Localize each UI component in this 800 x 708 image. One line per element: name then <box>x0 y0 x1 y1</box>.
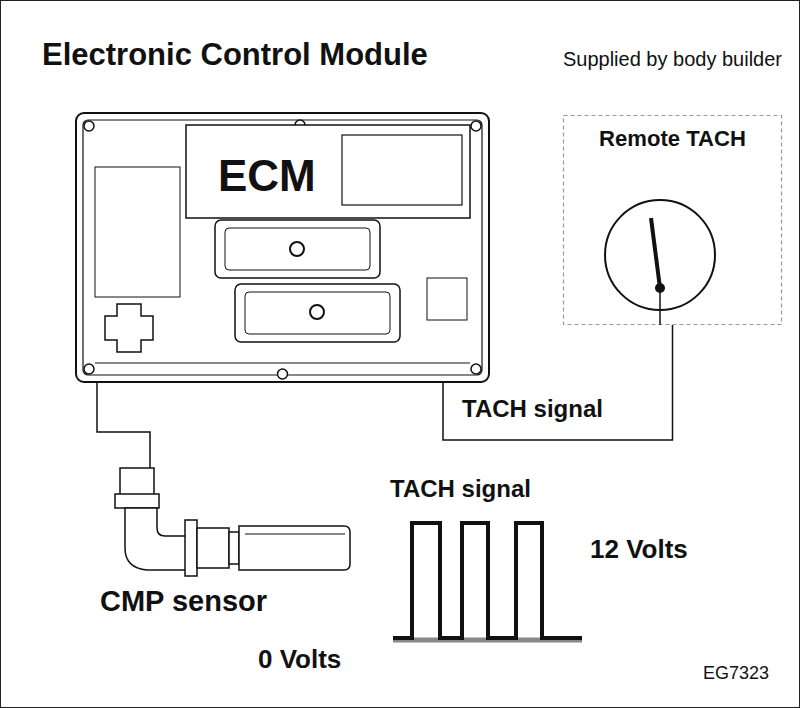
sensor-flange <box>185 520 197 576</box>
housing-edge <box>95 363 470 364</box>
sensor-label: CMP sensor <box>100 586 267 618</box>
ecm-connector <box>215 220 380 278</box>
remote-tach-box: Supplied by body builderRemote TACH <box>563 115 782 325</box>
component-name: Remote TACH <box>563 125 782 153</box>
label-plate <box>342 135 462 205</box>
ecm-housing <box>76 113 489 382</box>
sensor-barrel <box>239 526 350 570</box>
label-panel <box>186 125 470 218</box>
sensor-body <box>197 528 229 568</box>
supplier-note: Supplied by body builder <box>553 47 792 72</box>
ecm-module: ECM <box>75 112 490 383</box>
signal-wire <box>97 383 150 468</box>
sensor-ring <box>229 532 239 564</box>
ecm-connector <box>235 284 400 342</box>
sensor-elbow <box>125 508 187 570</box>
ecm-label: ECM <box>218 152 316 200</box>
barrel-line <box>245 534 345 535</box>
mount-hole <box>471 364 481 374</box>
connector-bolt <box>290 242 304 256</box>
sensor-connector-lip <box>115 494 159 508</box>
wire-label: TACH signal <box>460 396 605 422</box>
gauge-wire <box>659 288 661 325</box>
waveform-title: TACH signal <box>390 476 531 502</box>
connector-inner <box>245 292 390 334</box>
voltage-level: 12 Volts <box>590 535 688 564</box>
mount-hole <box>471 121 481 131</box>
ecm-pad <box>427 278 467 320</box>
ecm-port <box>105 304 153 352</box>
voltage-level: 0 Volts <box>258 645 341 674</box>
diagram-title: Electronic Control Module <box>42 38 428 72</box>
mount-hole <box>84 121 94 131</box>
connector-inner <box>225 228 370 270</box>
figure-number: EG7323 <box>703 664 769 684</box>
cmp-sensor: CMP sensor <box>95 468 355 628</box>
mount-hole <box>84 364 94 374</box>
gauge-needle <box>651 218 660 288</box>
mount-hole <box>278 369 288 379</box>
square-wave <box>393 523 582 638</box>
connector-bolt <box>310 305 324 319</box>
ecm-housing-rim <box>83 120 482 375</box>
housing-rib <box>95 167 180 297</box>
dashed-outline <box>564 116 782 325</box>
